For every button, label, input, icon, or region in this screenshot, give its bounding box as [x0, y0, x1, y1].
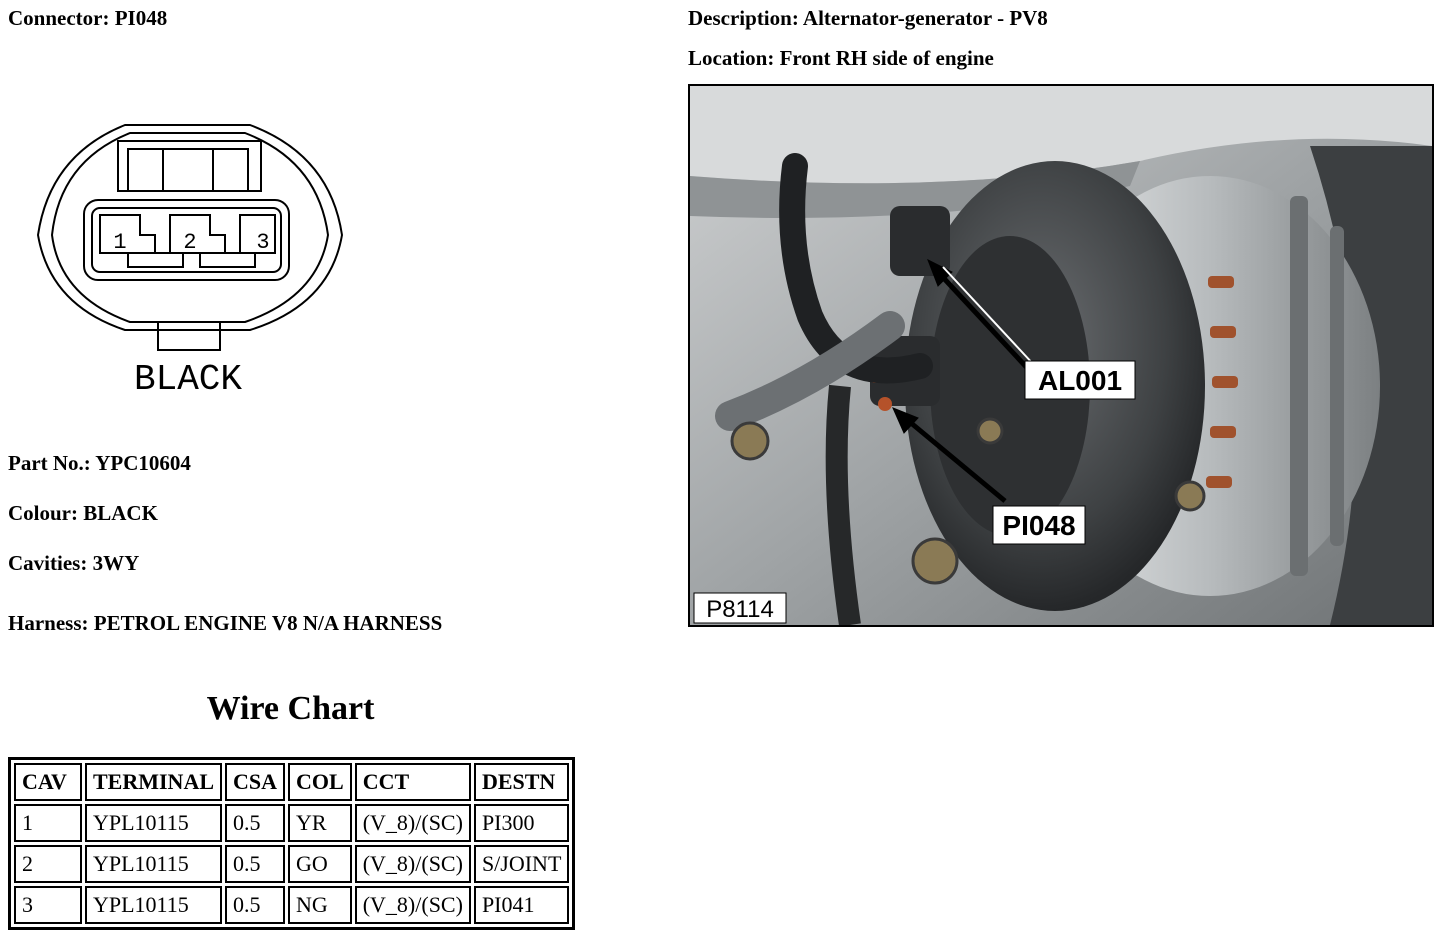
cell-destn: PI300: [473, 804, 570, 842]
connector-id: Connector: PI048: [8, 6, 168, 30]
connector-face-diagram: 1 2 3 BLACK: [36, 124, 344, 400]
cell-destn: S/JOINT: [473, 845, 570, 883]
cell-cct: (V_8)/(SC): [354, 804, 471, 842]
table-row: 2 YPL10115 0.5 GO (V_8)/(SC) S/JOINT: [14, 845, 570, 883]
header-terminal: TERMINAL: [85, 763, 223, 801]
colour: Colour: BLACK: [8, 501, 158, 525]
table-header-row: CAV TERMINAL CSA COL CCT DESTN: [14, 763, 570, 801]
photo-reference: P8114: [706, 596, 774, 623]
harness: Harness: PETROL ENGINE V8 N/A HARNESS: [8, 611, 443, 635]
location-photo: AL001 PI048 P8114: [688, 84, 1434, 627]
connector-colour-label: BLACK: [134, 359, 242, 400]
cell-cct: (V_8)/(SC): [354, 886, 471, 924]
pin-label-3: 3: [256, 230, 269, 255]
header-csa: CSA: [225, 763, 286, 801]
cell-col: NG: [288, 886, 352, 924]
table-row: 3 YPL10115 0.5 NG (V_8)/(SC) PI041: [14, 886, 570, 924]
pin-label-2: 2: [183, 230, 196, 255]
wire-chart-title: Wire Chart: [206, 690, 375, 727]
cell-terminal: YPL10115: [85, 804, 223, 842]
header-cct: CCT: [354, 763, 471, 801]
cavities: Cavities: 3WY: [8, 551, 140, 575]
cell-csa: 0.5: [225, 845, 286, 883]
header-cav: CAV: [14, 763, 82, 801]
description: Description: Alternator-generator - PV8: [688, 6, 1048, 30]
cell-cav: 2: [14, 845, 82, 883]
wire-chart-table: CAV TERMINAL CSA COL CCT DESTN 1 YPL1011…: [8, 757, 576, 930]
cell-terminal: YPL10115: [85, 845, 223, 883]
callout-al001: AL001: [1038, 365, 1122, 396]
cell-col: YR: [288, 804, 352, 842]
cell-cav: 3: [14, 886, 82, 924]
pin-label-1: 1: [113, 230, 126, 255]
cell-terminal: YPL10115: [85, 886, 223, 924]
location: Location: Front RH side of engine: [688, 46, 994, 70]
header-col: COL: [288, 763, 352, 801]
part-number: Part No.: YPC10604: [8, 451, 191, 475]
callout-pi048: PI048: [1002, 510, 1075, 541]
cell-csa: 0.5: [225, 804, 286, 842]
engine-photo-illustration: AL001 PI048 P8114: [690, 86, 1432, 625]
cell-cct: (V_8)/(SC): [354, 845, 471, 883]
cell-col: GO: [288, 845, 352, 883]
cell-csa: 0.5: [225, 886, 286, 924]
table-row: 1 YPL10115 0.5 YR (V_8)/(SC) PI300: [14, 804, 570, 842]
header-destn: DESTN: [473, 763, 570, 801]
cell-destn: PI041: [473, 886, 570, 924]
cell-cav: 1: [14, 804, 82, 842]
